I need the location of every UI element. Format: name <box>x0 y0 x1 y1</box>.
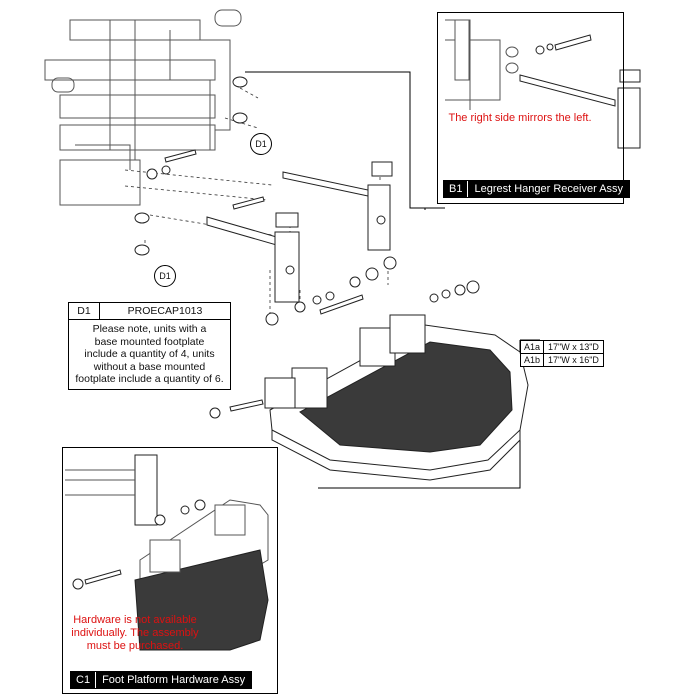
d1-id: D1 <box>69 303 100 319</box>
c1-note: Hardware is not available individually. … <box>60 614 210 653</box>
d1-callout-top: D1 <box>250 133 272 155</box>
b1-label: B1 Legrest Hanger Receiver Assy <box>443 180 631 198</box>
d1-info-table: D1 PROECAP1013 Please note, units with a… <box>68 302 231 390</box>
d1-note-line-5: footplate include a quantity of 6. <box>75 373 224 385</box>
c1-note-line-2: individually. The assembly <box>71 627 199 639</box>
d1-part-number: PROECAP1013 <box>127 305 203 317</box>
d1-callout-bottom: D1 <box>154 265 176 287</box>
a1b-size: 17"W x 16"D <box>548 355 599 365</box>
c1-title: Foot Platform Hardware Assy <box>95 672 252 688</box>
a1a-row: A1a 17"W x 13"D <box>521 341 603 353</box>
d1-note: Please note, units with a base mounted f… <box>69 320 230 389</box>
a1b-row: A1b 17"W x 16"D <box>521 353 603 366</box>
b1-title: Legrest Hanger Receiver Assy <box>467 181 630 197</box>
panel-b1 <box>437 12 624 204</box>
b1-note: The right side mirrors the left. <box>448 112 592 124</box>
a1-size-table: A1a 17"W x 13"D A1b 17"W x 16"D <box>520 340 604 367</box>
d1-note-line-2: base mounted footplate <box>94 335 205 348</box>
d1-note-line-1: Please note, units with a <box>92 323 207 335</box>
c1-note-line-1: Hardware is not available <box>73 614 197 626</box>
a1a-id: A1a <box>521 341 544 353</box>
c1-label: C1 Foot Platform Hardware Assy <box>70 671 253 689</box>
a1b-id: A1b <box>521 354 544 366</box>
a1a-size: 17"W x 13"D <box>548 342 599 352</box>
d1-note-line-3: include a quantity of 4, units <box>84 348 215 360</box>
d1-header: D1 PROECAP1013 <box>69 303 230 320</box>
c1-id: C1 <box>71 672 96 688</box>
panel-c1 <box>62 447 278 694</box>
b1-id: B1 <box>444 181 468 197</box>
d1-note-line-4: without a base mounted <box>93 360 206 373</box>
c1-note-line-3: must be purchased. <box>86 640 184 652</box>
